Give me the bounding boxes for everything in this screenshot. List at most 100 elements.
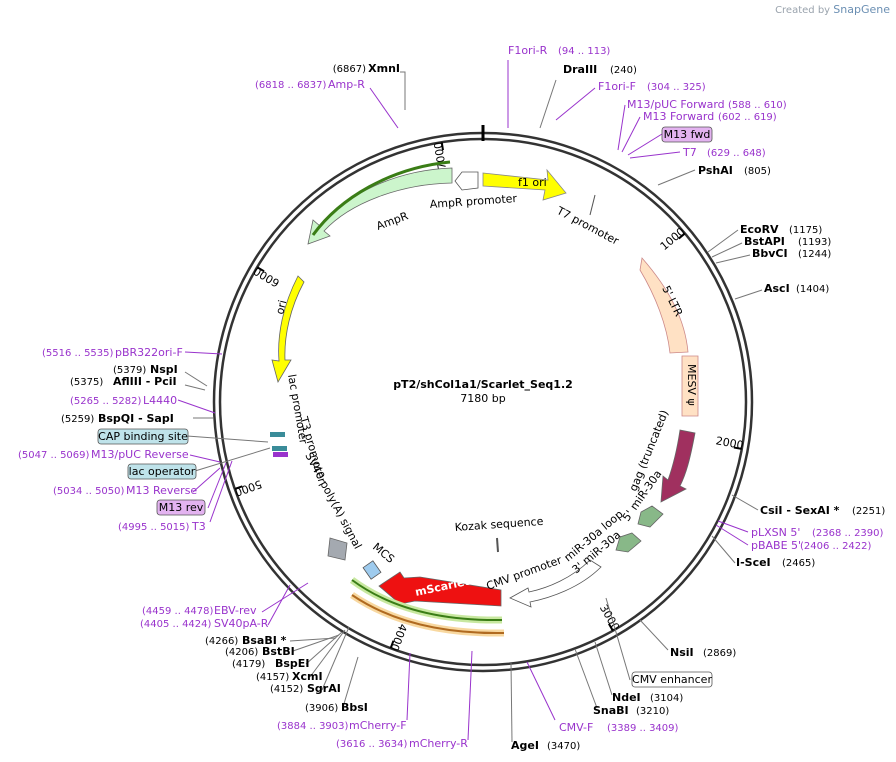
svg-text:lac operator: lac operator: [129, 465, 196, 478]
svg-text:M13 fwd: M13 fwd: [664, 128, 711, 141]
enzyme-snabi[interactable]: SnaBI: [593, 704, 629, 717]
gag-arrow[interactable]: [660, 429, 696, 503]
primer-m13-puc-forward-pos: (588 .. 610): [728, 100, 787, 111]
mesv-psi-box[interactable]: [681, 355, 699, 417]
enzyme-i-scei[interactable]: I-SceI: [736, 556, 771, 569]
enzyme-bspqi-pos: (5259): [61, 414, 94, 425]
svg-text:CMV enhancer: CMV enhancer: [632, 673, 712, 686]
enzyme-nsii[interactable]: NsiI: [670, 646, 694, 659]
primer-m13-puc-forward[interactable]: M13/pUC Forward: [627, 98, 725, 111]
t3-mark: [273, 452, 288, 457]
primer-mcherry-r-pos: (3616 .. 3634): [336, 739, 408, 750]
enzyme-agei[interactable]: AgeI: [511, 739, 539, 752]
tick-mark-1000: [678, 232, 686, 240]
mir30a-3-arrow[interactable]: [615, 532, 642, 553]
tick-mark-4000: [389, 640, 395, 649]
enzyme-snabi-pos: (3210): [636, 706, 669, 717]
tick-mark-7000: [440, 142, 444, 151]
sv40-polya-box[interactable]: [327, 537, 348, 561]
ampr-arrow[interactable]: [307, 167, 453, 245]
enzyme-nspi-pos: (5379): [113, 365, 146, 376]
boxed-label-cap[interactable]: CAP binding site: [97, 428, 189, 445]
enzyme-bspei-pos: (4179): [232, 659, 265, 670]
primer-m13-forward[interactable]: M13 Forward: [643, 110, 714, 123]
svg-text:M13 rev: M13 rev: [159, 501, 204, 514]
cmv-promoter-arrow[interactable]: [509, 559, 602, 608]
primer-mcherry-r[interactable]: mCherry-R: [409, 737, 468, 750]
boxed-label-m13-fwd[interactable]: M13 fwd: [661, 126, 713, 143]
kozak-mark: [496, 537, 499, 553]
plasmid-name: pT2/shCol1a1/Scarlet_Seq1.2: [393, 378, 573, 391]
enzyme-ndei[interactable]: NdeI: [612, 691, 641, 704]
enzyme-bspei[interactable]: BspEI: [275, 657, 309, 670]
feature-label-kozak: Kozak sequence: [454, 515, 544, 534]
primer-amp-r-pos: (6818 .. 6837): [255, 80, 327, 91]
feature-label-ampr: AmpR: [375, 209, 411, 233]
enzyme-csii-sexai[interactable]: CsiI - SexAI *: [760, 504, 840, 517]
enzyme-xcmi-pos: (4157): [256, 672, 289, 683]
primer-cmv-f[interactable]: CMV-F: [559, 721, 593, 734]
enzyme-nspi[interactable]: NspI: [150, 363, 178, 376]
primer-pbabe5[interactable]: pBABE 5': [751, 539, 801, 552]
enzyme-bstbi-pos: (4206): [225, 647, 258, 658]
primer-plxsn5[interactable]: pLXSN 5': [751, 526, 800, 539]
enzyme-pshai[interactable]: PshAI: [698, 164, 733, 177]
enzyme-xcmi[interactable]: XcmI: [292, 670, 323, 683]
primer-m13-puc-reverse[interactable]: M13/pUC Reverse: [91, 448, 189, 461]
enzyme-bbvci[interactable]: BbvCI: [752, 247, 788, 260]
primer-sv40pa-r[interactable]: SV40pA-R: [214, 617, 269, 630]
enzyme-xmni[interactable]: XmnI: [368, 62, 400, 75]
enzyme-bstapi-pos: (1193): [798, 237, 831, 248]
primer-m13-reverse[interactable]: M13 Reverse: [126, 484, 197, 497]
primer-m13-forward-pos: (602 .. 619): [718, 112, 777, 123]
mscarlet-arrow[interactable]: [378, 571, 502, 607]
primer-t7[interactable]: T7: [682, 146, 697, 159]
snapgene-brand: Created by SnapGene: [775, 3, 890, 16]
primer-amp-r[interactable]: Amp-R: [328, 78, 365, 91]
f1-ori-arrow[interactable]: [482, 168, 567, 201]
enzyme-asci[interactable]: AscI: [764, 282, 790, 295]
feature-label-ori: ori: [273, 299, 289, 316]
enzyme-bstapi[interactable]: BstAPI: [744, 235, 785, 248]
ampr-translation: [311, 160, 451, 236]
enzyme-bstbi[interactable]: BstBI: [262, 645, 295, 658]
primer-l4440[interactable]: L4440: [143, 394, 177, 407]
primer-plxsn5-pos: (2368 .. 2390): [812, 528, 884, 539]
primer-t3[interactable]: T3: [191, 520, 206, 533]
boxed-label-lac-operator[interactable]: lac operator: [127, 463, 197, 480]
tick-label-6000: 6000: [251, 264, 282, 290]
primer-mcherry-f[interactable]: mCherry-F: [349, 719, 407, 732]
enzyme-bbvci-pos: (1244): [798, 249, 831, 260]
enzyme-bbsi[interactable]: BbsI: [341, 701, 368, 714]
enzyme-bspqi-sapi[interactable]: BspQI - SapI: [98, 412, 174, 425]
plasmid-length: 7180 bp: [460, 392, 505, 405]
primer-t7-pos: (629 .. 648): [707, 148, 766, 159]
primer-f1ori-f[interactable]: F1ori-F: [598, 80, 636, 93]
enzyme-bbsi-pos: (3906): [305, 703, 338, 714]
tick-label-7000: 7000: [432, 141, 449, 171]
mir30a-5-arrow[interactable]: [637, 505, 664, 528]
primer-leaders: [177, 60, 749, 741]
ampr-promoter-arrow[interactable]: [454, 171, 479, 191]
boxed-label-cmv-enhancer[interactable]: CMV enhancer: [631, 671, 712, 688]
primer-sv40pa-r-pos: (4405 .. 4424): [140, 619, 212, 630]
ltr-box[interactable]: [639, 257, 689, 354]
tick-mark-3000: [608, 623, 614, 632]
boxed-label-m13-rev[interactable]: M13 rev: [156, 499, 206, 516]
ori-arrow[interactable]: [271, 275, 305, 384]
enzyme-pshai-pos: (805): [744, 166, 771, 177]
primer-l4440-pos: (5265 .. 5282): [70, 396, 142, 407]
enzyme-afliii-pcii[interactable]: AflIII - PciI: [113, 375, 177, 388]
enzyme-ecorv[interactable]: EcoRV: [740, 223, 779, 236]
primer-pbr322ori-f[interactable]: pBR322ori-F: [115, 346, 183, 359]
t7-promoter-mark: [589, 194, 596, 216]
primer-ebv-rev[interactable]: EBV-rev: [214, 604, 257, 617]
enzyme-csii-sexai-pos: (2251): [852, 506, 885, 517]
mcs-box[interactable]: [362, 560, 382, 580]
enzyme-draiii[interactable]: DraIII: [563, 63, 597, 76]
tick-label-4000: 4000: [387, 622, 409, 653]
enzyme-sgrai[interactable]: SgrAI: [307, 682, 341, 695]
primer-pbr322ori-f-pos: (5516 .. 5535): [42, 348, 114, 359]
primer-f1ori-r[interactable]: F1ori-R: [508, 44, 548, 57]
enzyme-bsabi[interactable]: BsaBI *: [242, 634, 287, 647]
